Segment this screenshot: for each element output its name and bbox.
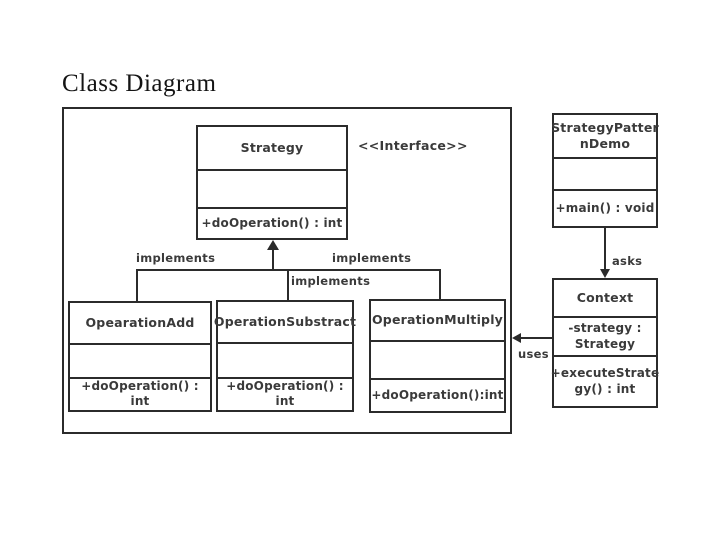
implements-arrowhead-icon xyxy=(267,240,279,250)
class-context-name: Context xyxy=(576,289,634,305)
implements-label-left: implements xyxy=(136,251,216,265)
class-operation-multiply-attributes xyxy=(371,340,504,380)
asks-arrowhead-icon xyxy=(600,269,610,278)
class-operation-multiply-name: OperationMultiply xyxy=(371,312,504,328)
class-strategy-attributes xyxy=(198,169,346,209)
class-operation-substract: OperationSubstract +doOperation() : int xyxy=(213,300,357,412)
implements-label-center: implements xyxy=(291,274,371,288)
class-strategy-pattern-demo-name-line1: StrategyPatter xyxy=(551,119,659,135)
class-operation-add: OpearationAdd +doOperation() : int xyxy=(68,301,212,412)
class-strategy-methods: +doOperation() : int xyxy=(201,215,343,230)
class-operation-add-name: OpearationAdd xyxy=(85,314,195,330)
class-strategy-pattern-demo-attributes xyxy=(554,157,656,191)
implements-connector-vertical-up xyxy=(272,248,274,271)
implements-connector-right-drop xyxy=(439,269,441,301)
page-title: Class Diagram xyxy=(62,70,217,97)
class-context-attributes: -strategy : Strategy xyxy=(554,316,656,357)
class-strategy-name: Strategy xyxy=(240,139,304,155)
class-operation-multiply-methods: +doOperation():int xyxy=(371,387,504,402)
class-operation-add-methods: +doOperation() : int xyxy=(81,378,199,409)
uses-label: uses xyxy=(518,347,549,361)
class-context-methods: +executeStrate gy() : int xyxy=(551,357,659,406)
implements-connector-left-drop xyxy=(136,269,138,302)
class-context-method-line1: +executeStrate xyxy=(550,365,660,380)
class-operation-substract-methods: +doOperation() : int xyxy=(226,378,344,409)
uses-connector-horizontal xyxy=(520,337,553,339)
class-context-attribute-line2: Strategy xyxy=(574,336,636,351)
asks-connector-vertical xyxy=(604,228,606,270)
class-strategy-pattern-demo-name-line2: nDemo xyxy=(579,136,631,151)
class-strategy-pattern-demo: StrategyPatter nDemo +main() : void xyxy=(551,113,659,228)
class-strategy: Strategy +doOperation() : int xyxy=(196,125,348,240)
diagram-boundary xyxy=(62,107,512,434)
class-context-method-line2: gy() : int xyxy=(574,381,636,396)
class-operation-substract-name: OperationSubstract xyxy=(213,313,357,329)
asks-label: asks xyxy=(612,254,643,268)
implements-connector-center-drop xyxy=(287,269,289,302)
class-strategy-pattern-demo-name: StrategyPatter nDemo xyxy=(551,115,659,157)
interface-stereotype-label: <<Interface>> xyxy=(358,138,468,153)
class-context-attribute-line1: -strategy : xyxy=(568,320,642,335)
class-operation-substract-attributes xyxy=(218,341,352,379)
implements-connector-horizontal xyxy=(137,269,441,271)
class-context: Context -strategy : Strategy +executeStr… xyxy=(551,278,659,408)
uses-arrowhead-icon xyxy=(512,333,521,343)
implements-label-right: implements xyxy=(332,251,412,265)
class-operation-add-attributes xyxy=(70,342,210,379)
class-strategy-pattern-demo-methods: +main() : void xyxy=(555,200,655,215)
class-operation-multiply: OperationMultiply +doOperation():int xyxy=(369,299,506,413)
